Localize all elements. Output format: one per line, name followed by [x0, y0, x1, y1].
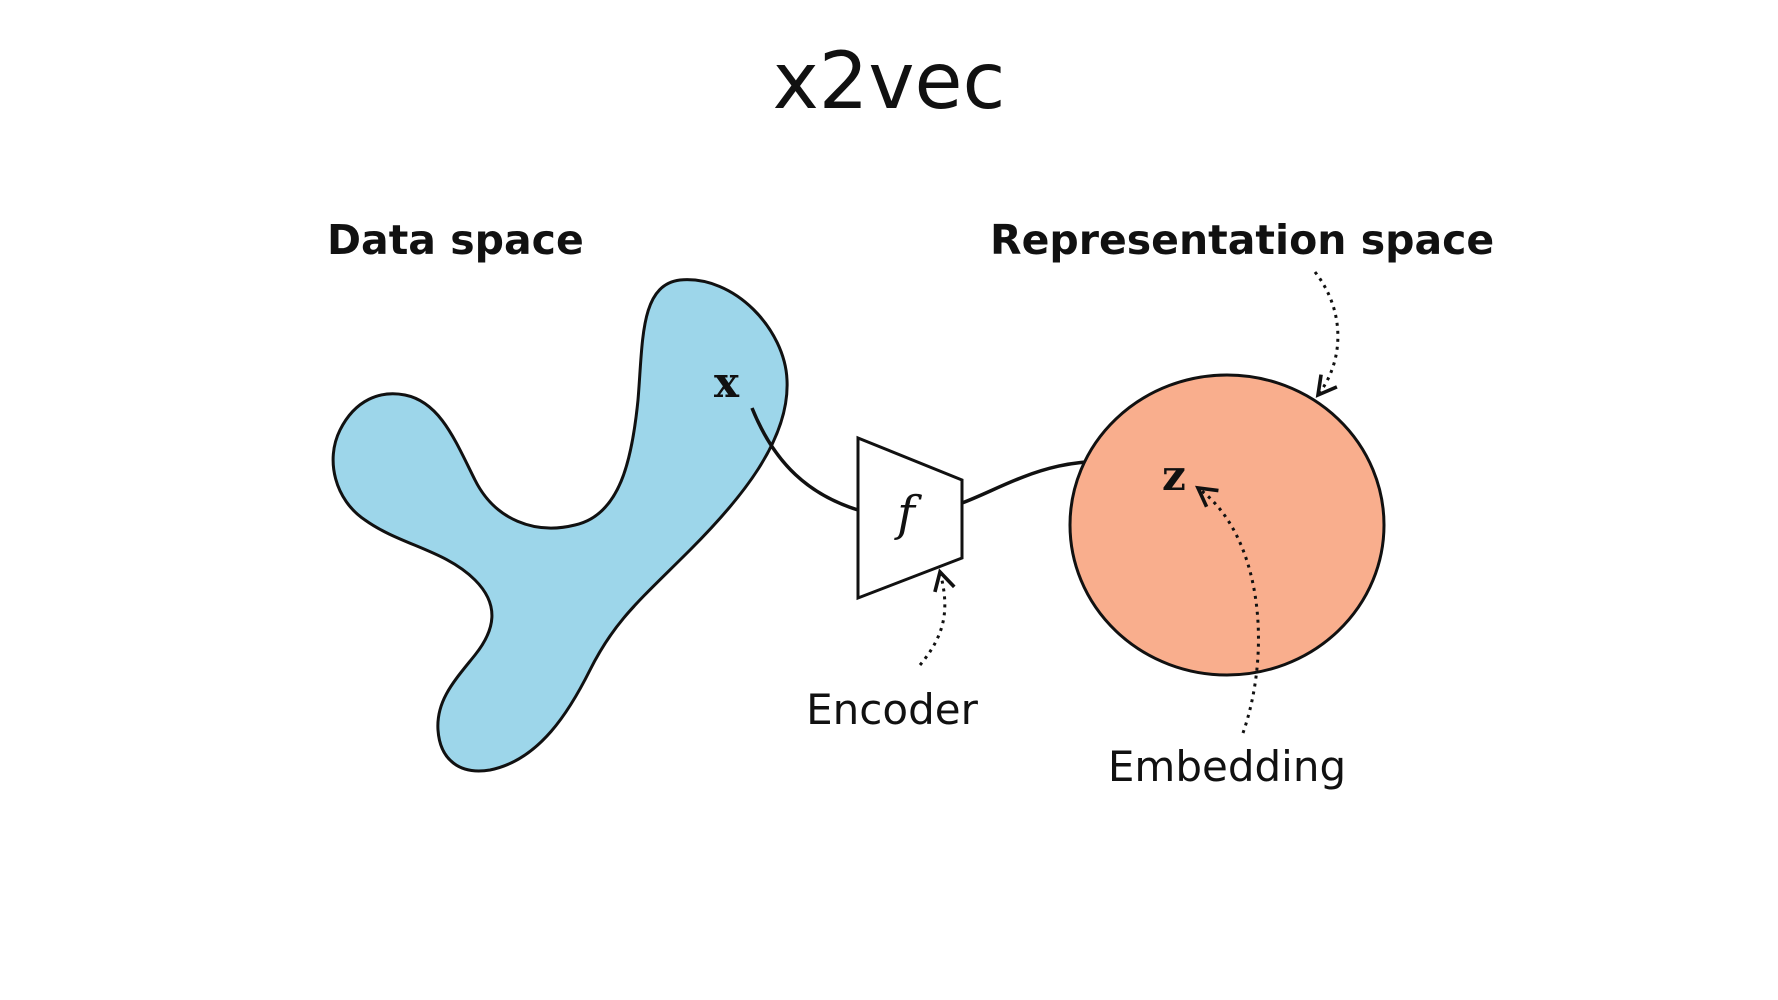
- representation-space-pointer: [1313, 271, 1340, 398]
- encoder-pointer: [918, 568, 956, 666]
- encoder-label: Encoder: [806, 685, 978, 734]
- encoder-shape: [856, 435, 964, 601]
- embedding-pointer: [1195, 485, 1260, 734]
- data-point-x-label: x: [714, 358, 740, 407]
- embedding-point-z-label: z: [1162, 451, 1186, 500]
- diagram-title: x2vec: [773, 37, 1006, 127]
- data-space-label: Data space: [327, 216, 584, 264]
- representation-space-circle: [1068, 373, 1386, 677]
- representation-space-label: Representation space: [990, 216, 1494, 264]
- data-space-blob: [331, 278, 789, 773]
- x-to-encoder-curve: [750, 407, 859, 512]
- embedding-label: Embedding: [1108, 742, 1346, 791]
